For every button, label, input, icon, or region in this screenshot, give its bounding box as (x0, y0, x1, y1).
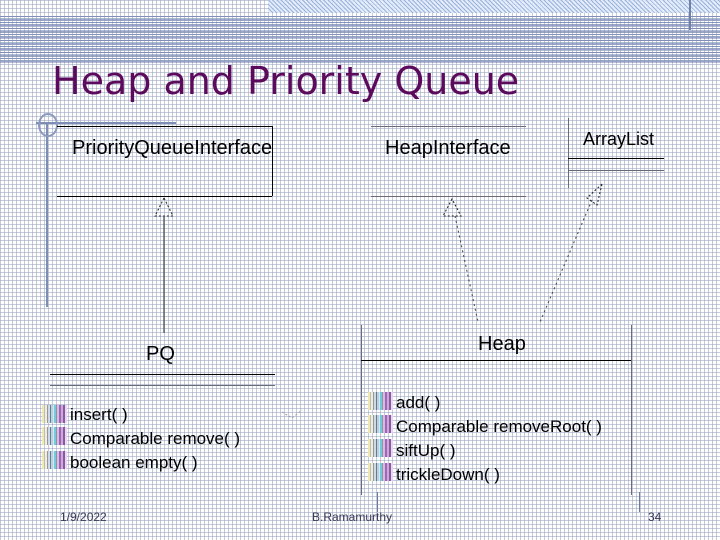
pq-method-bullet-icon (42, 427, 67, 445)
priority-queue-interface-name: PriorityQueueInterface (72, 137, 273, 159)
heap-method-bullet-icon (368, 415, 393, 433)
array-list-divider-1 (568, 158, 664, 159)
footer-page-number: 34 (648, 510, 662, 524)
priority-queue-interface-bottom-border (57, 196, 272, 197)
guide-circle-handle (38, 113, 58, 137)
pq-divider-2 (50, 385, 275, 386)
heap-method-bullet-icon (368, 392, 393, 410)
guide-vertical-line (46, 122, 48, 307)
array-list-divider-2 (568, 170, 664, 171)
pq-method-bullet-icon (42, 451, 67, 469)
footer-tick-center (377, 492, 378, 512)
right-guide-rule (689, 0, 691, 30)
pq-method-2: boolean empty( ) (70, 453, 198, 472)
guide-horizontal-line (36, 122, 176, 124)
pq-method-1: Comparable remove( ) (70, 429, 241, 448)
heap-interface-name: HeapInterface (385, 137, 511, 159)
array-list-name: ArrayList (583, 129, 655, 149)
priority-queue-interface-right-border (272, 126, 273, 196)
pq-class-name: PQ (146, 343, 175, 365)
footer-tick-right (639, 492, 640, 512)
heap-class-name: Heap (478, 333, 526, 355)
heap-divider-1 (361, 360, 631, 361)
footer-author: B.Ramamurthy (312, 510, 393, 524)
heap-method-0: add( ) (396, 393, 441, 412)
heap-method-bullet-icon (368, 439, 393, 457)
footer-date: 1/9/2022 (60, 510, 107, 524)
pq-divider-1 (50, 374, 275, 375)
page-title: Heap and Priority Queue (52, 59, 520, 103)
heap-method-1: Comparable removeRoot( ) (396, 417, 602, 436)
heap-method-2: siftUp( ) (396, 441, 456, 460)
array-list-left-border (568, 118, 569, 188)
heap-method-bullet-icon (368, 463, 393, 481)
priority-queue-interface-top-border (57, 126, 272, 127)
relation-heap-to-heap-interface (442, 197, 479, 323)
top-decoration-band (268, 0, 720, 13)
stray-marker (281, 409, 303, 419)
pq-method-bullet-icon (42, 405, 67, 423)
relation-heap-to-array-list (539, 182, 603, 323)
relation-pq-to-priority-queue-interface (154, 196, 174, 333)
heap-left-border (361, 325, 362, 495)
heap-right-border (631, 325, 632, 495)
pq-method-0: insert( ) (70, 405, 128, 424)
heap-method-3: trickleDown( ) (396, 465, 500, 484)
heap-interface-bottom-border (371, 196, 526, 197)
heap-interface-top-border (371, 126, 526, 127)
